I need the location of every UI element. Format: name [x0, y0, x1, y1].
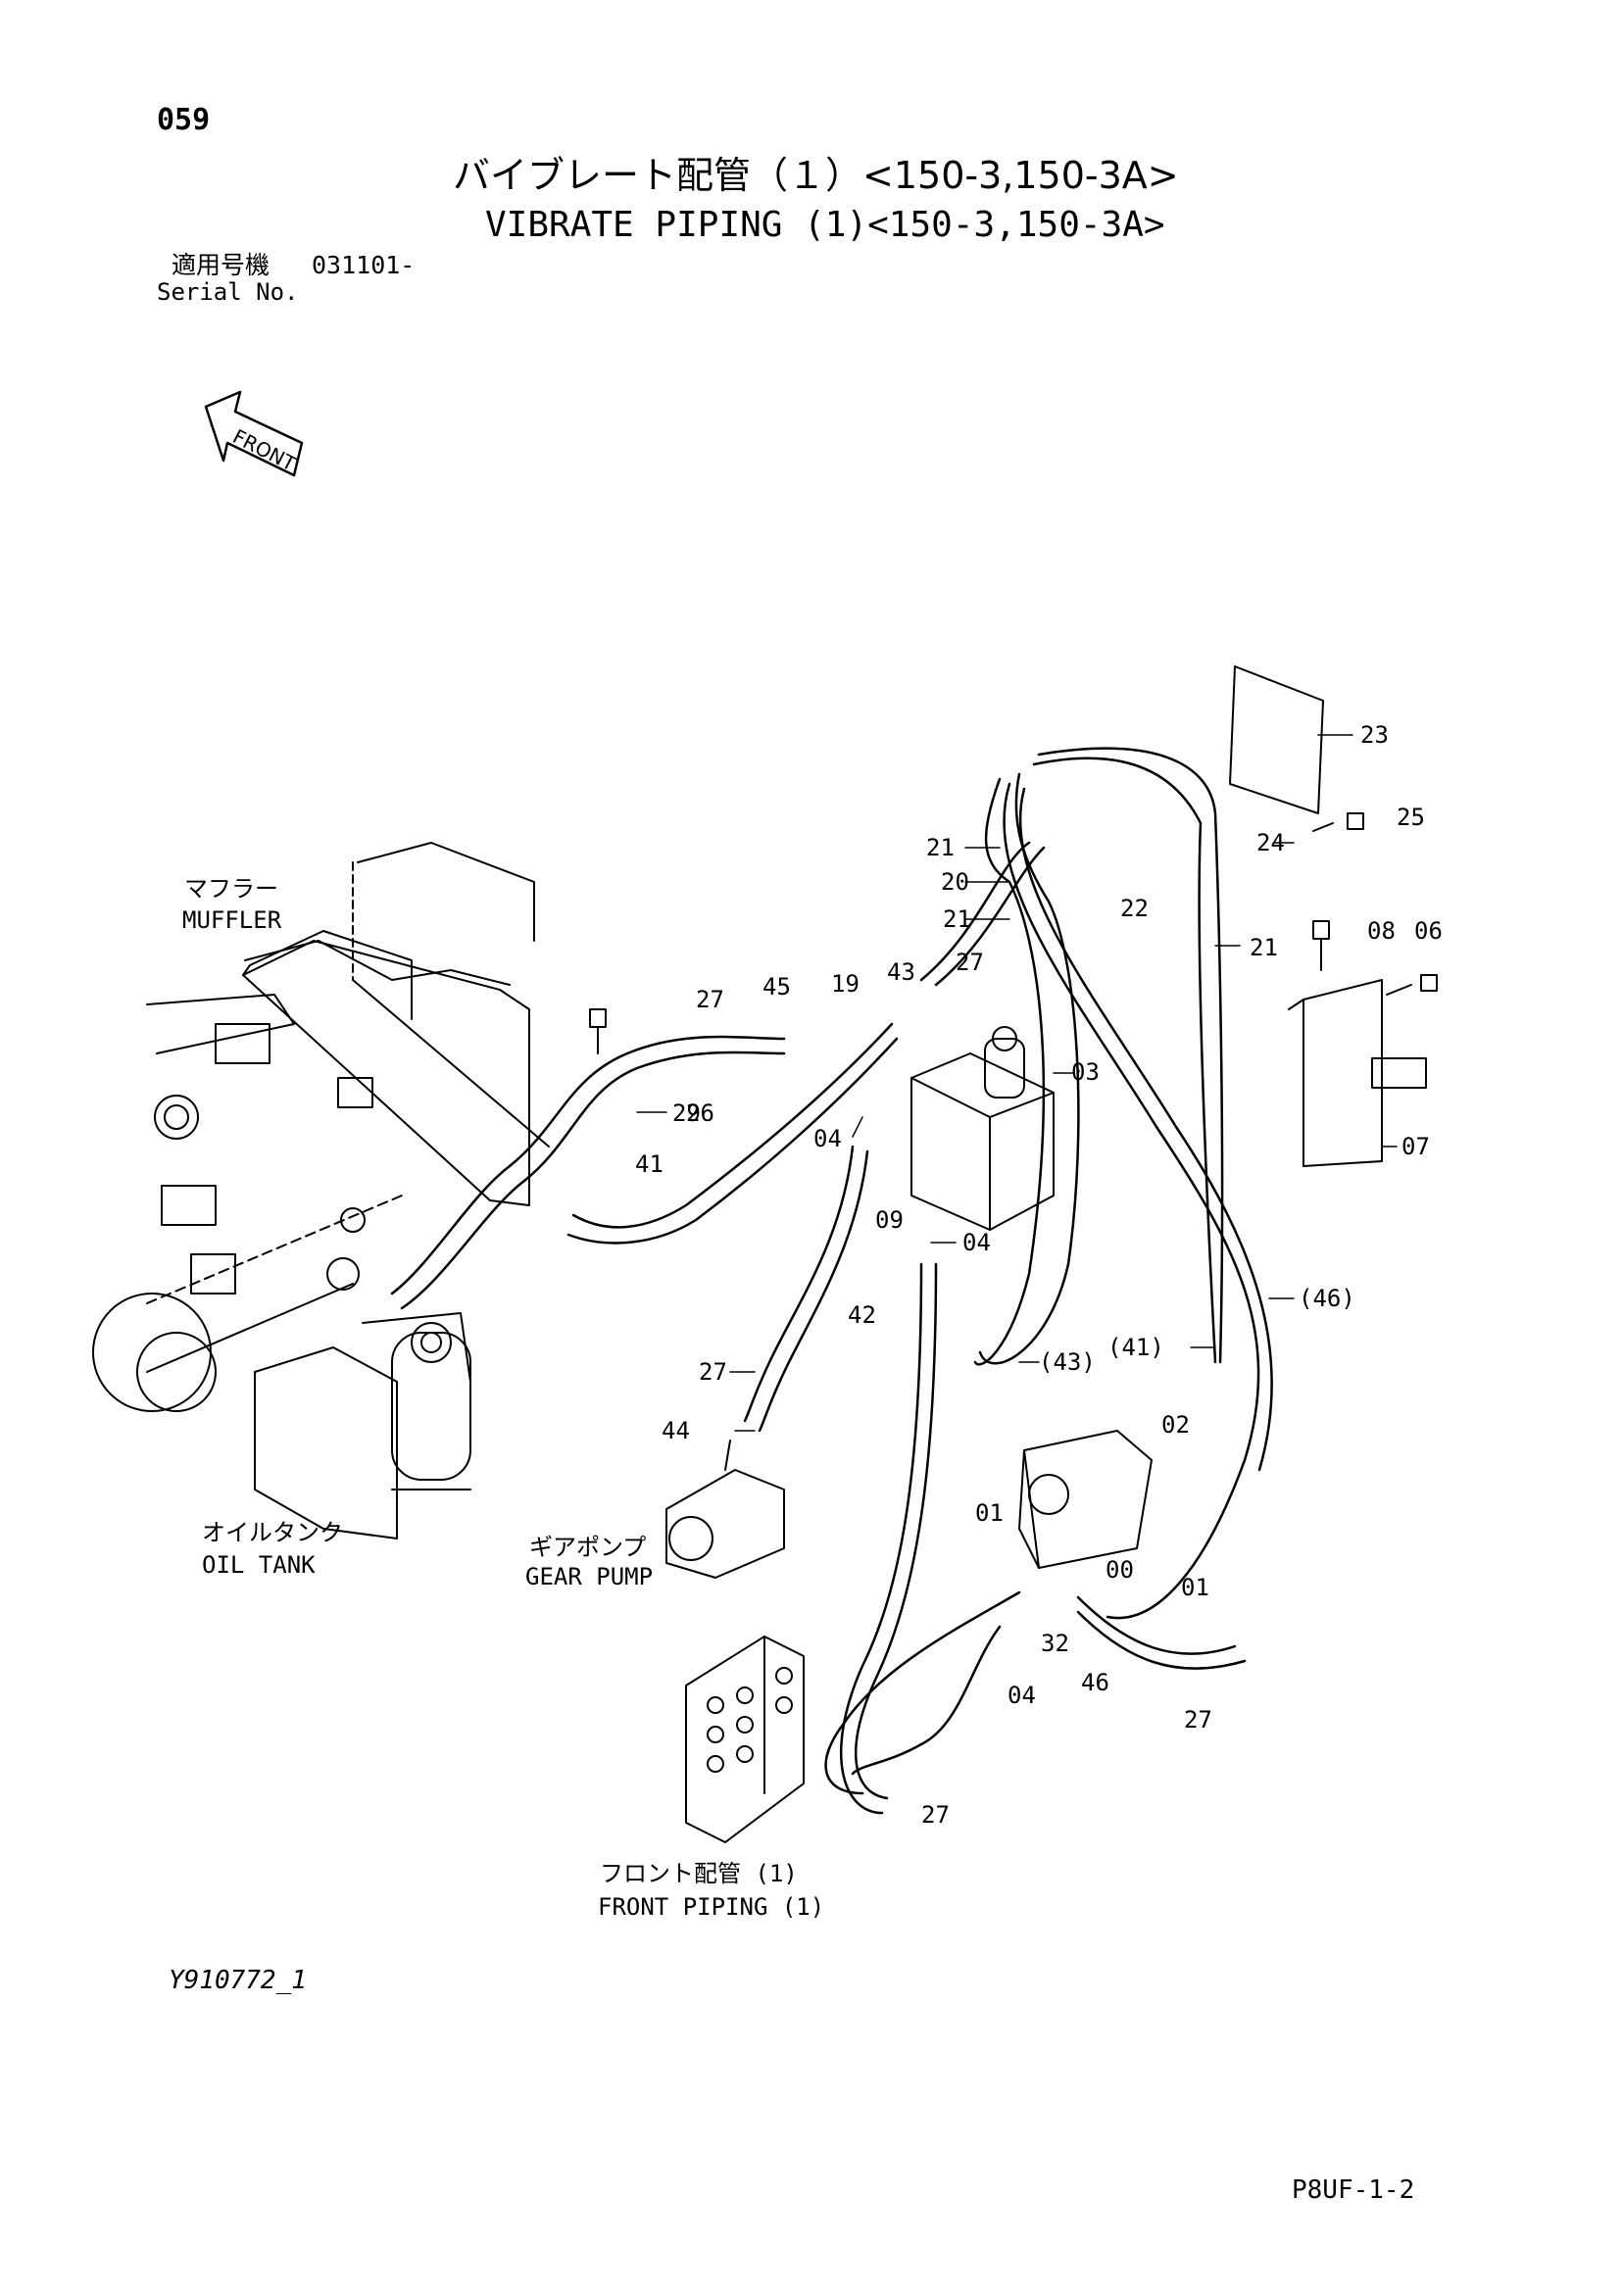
front-valve-block-drawing: [685, 1636, 805, 1843]
part-number-00: 00: [1106, 1556, 1134, 1584]
part-number-41: (41): [1107, 1334, 1164, 1361]
part-number-03: 03: [1071, 1058, 1100, 1086]
part-number-45: 45: [762, 973, 791, 1001]
serial-label-japanese: 適用号機: [172, 251, 270, 279]
muffler-drawing: [215, 842, 550, 1206]
drawing-id: Y910772_1: [169, 1966, 307, 1995]
part-number-27: 27: [696, 986, 724, 1013]
oil-tank-label-english: OIL TANK: [202, 1551, 316, 1579]
page-title-japanese: バイブレート配管（１）<150-3,150-3A>: [453, 154, 1179, 197]
part-number-08: 08: [1367, 917, 1396, 945]
part-number-27: 27: [699, 1358, 727, 1386]
part-number-27: 27: [921, 1801, 950, 1829]
part-number-01: 01: [1181, 1574, 1209, 1601]
plate-23-drawing: [1229, 665, 1324, 814]
front-arrow-icon: FRONT: [204, 390, 304, 477]
part-number-04: 04: [813, 1125, 842, 1152]
part-number-04: 04: [962, 1229, 991, 1256]
part-number-07: 07: [1401, 1133, 1430, 1160]
part-number-06: 06: [1414, 917, 1443, 945]
front-arrow-label: FRONT: [229, 424, 300, 476]
part-number-24: 24: [1256, 829, 1285, 856]
part-number-43: (43): [1039, 1348, 1096, 1376]
serial-number-value: 031101-: [312, 251, 416, 279]
part-number-19: 19: [831, 970, 860, 998]
part-number-09: 09: [875, 1206, 904, 1234]
solenoid-valve-block: [910, 1026, 1055, 1231]
front-piping-label-english: FRONT PIPING (1): [598, 1893, 824, 1921]
part-number-23: 23: [1360, 721, 1389, 749]
part-number-41: 41: [635, 1150, 664, 1178]
part-number-46: 46: [1081, 1669, 1109, 1696]
part-number-46: (46): [1299, 1285, 1355, 1312]
leader-lines: [636, 734, 1398, 1432]
part-number-32: 32: [1041, 1630, 1069, 1657]
page-number: 059: [157, 103, 211, 137]
bolts: [589, 812, 1438, 1054]
part-number-21: 21: [926, 834, 955, 861]
serial-label-english: Serial No.: [157, 278, 299, 306]
engine-structure: [92, 994, 403, 1412]
gear-pump-left-drawing: [665, 1440, 785, 1579]
part-number-02: 02: [1161, 1411, 1190, 1439]
part-number-27: 27: [1184, 1706, 1212, 1734]
part-number-44: 44: [662, 1417, 690, 1444]
bracket-07-drawing: [1288, 979, 1427, 1167]
part-number-22: 22: [1120, 895, 1149, 922]
part-number-20: 20: [941, 868, 969, 896]
front-piping-label-japanese: フロント配管 (1): [600, 1860, 798, 1887]
gear-pump-label-japanese: ギアポンプ: [529, 1534, 646, 1561]
part-number-01: 01: [975, 1499, 1004, 1527]
part-number-27: 27: [956, 949, 984, 976]
part-number-29: 29: [672, 1099, 701, 1127]
hose-bundle: [919, 747, 1273, 1620]
page-code: P8UF-1-2: [1292, 2175, 1415, 2205]
part-number-25: 25: [1397, 804, 1425, 831]
muffler-label-english: MUFFLER: [182, 906, 282, 934]
gear-pump-label-english: GEAR PUMP: [525, 1563, 653, 1590]
page-title-english: VIBRATE PIPING (1)<150-3,150-3A>: [485, 205, 1165, 245]
muffler-label-japanese: マフラー: [184, 875, 278, 903]
part-number-42: 42: [848, 1301, 876, 1329]
gear-pump-drawing: [1018, 1430, 1153, 1569]
part-number-04: 04: [1008, 1682, 1036, 1709]
hose-lower: [824, 1590, 1247, 1795]
part-number-21: 21: [943, 905, 971, 933]
part-number-43: 43: [887, 958, 915, 986]
hose-left: [390, 1022, 938, 1815]
oil-tank-drawing: [254, 1312, 471, 1539]
part-number-21: 21: [1250, 934, 1278, 961]
part-number-26: 26: [686, 1099, 714, 1127]
oil-tank-label-japanese: オイルタンク: [202, 1519, 343, 1546]
